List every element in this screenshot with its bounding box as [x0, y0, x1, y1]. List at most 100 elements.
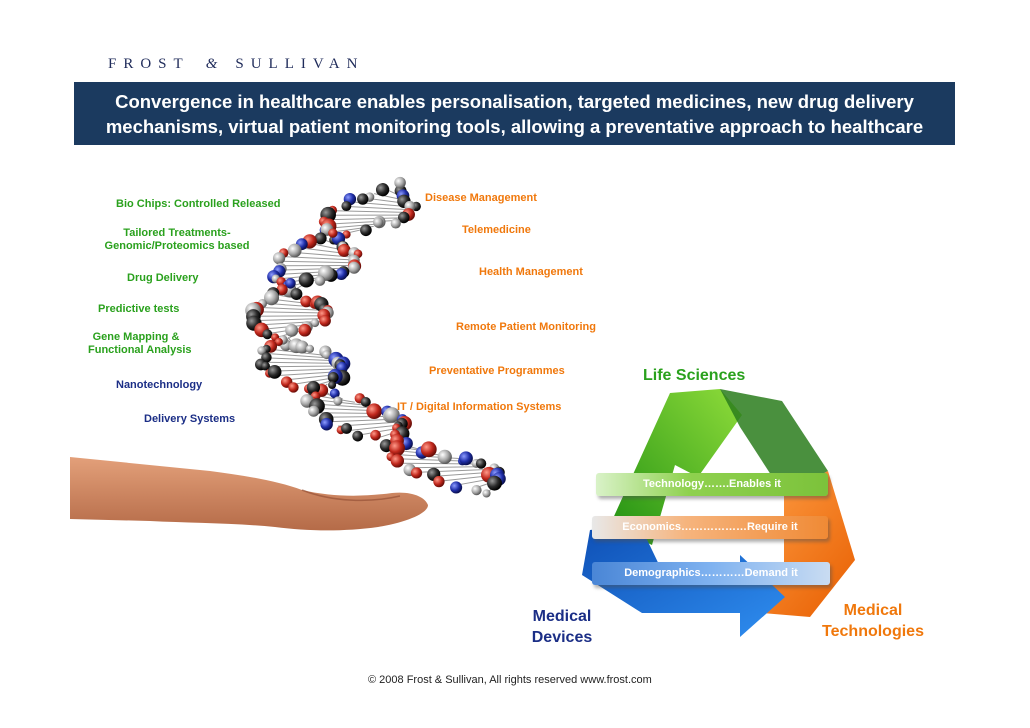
label-medical-tech-line1: Medical [843, 602, 903, 619]
title-line-1: Convergence in healthcare enables person… [115, 91, 914, 112]
molecule-atom [373, 217, 384, 228]
label-remote-patient-monitoring: Remote Patient Monitoring [456, 321, 596, 333]
molecule-atom [319, 314, 331, 327]
label-telemedicine: Telemedicine [462, 224, 531, 236]
label-tailored-line2: Genomic/Proteomics based [104, 240, 250, 252]
molecule-atom [314, 232, 327, 245]
molecule-atom [459, 451, 473, 466]
logo-sullivan: SULLIVAN [235, 56, 365, 72]
molecule-atom [352, 430, 364, 442]
molecule-atom [420, 441, 437, 458]
molecule-atom [267, 364, 282, 379]
molecule-atom [298, 323, 312, 337]
copyright-footer: © 2008 Frost & Sullivan, All rights rese… [368, 674, 652, 686]
label-predictive-tests: Predictive tests [98, 303, 180, 315]
molecule-atom [314, 275, 326, 286]
label-disease-management: Disease Management [425, 192, 537, 204]
molecule-atom [328, 380, 337, 390]
molecule-atom [375, 183, 390, 197]
molecule-atom [366, 403, 382, 420]
molecule-atom [348, 261, 361, 274]
molecule-atom [384, 407, 400, 423]
label-bio-chips: Bio Chips: Controlled Released [116, 198, 281, 210]
molecule-atom [437, 449, 452, 465]
molecule-atom [310, 318, 320, 328]
molecule-atom [327, 371, 339, 383]
molecule-atom [337, 243, 351, 257]
dna-molecule-helix [245, 176, 506, 498]
molecule-atom [341, 201, 352, 212]
molecule-atom [305, 344, 315, 353]
logo-frost: FROST [108, 56, 190, 72]
label-preventative-programmes: Preventative Programmes [429, 365, 565, 377]
title-line-2: mechanisms, virtual patient monitoring t… [105, 116, 924, 137]
label-gene-mapping: Gene Mapping & Functional Analysis [88, 331, 192, 357]
molecule-atom [335, 267, 348, 280]
molecule-atom [410, 467, 423, 479]
molecule-atom [272, 252, 286, 265]
label-medical-devices: Medical Devices [522, 606, 602, 648]
molecule-atom [487, 475, 502, 491]
label-health-management: Health Management [479, 266, 583, 278]
label-drug-delivery: Drug Delivery [127, 272, 199, 284]
molecule-hand-illustration [70, 176, 506, 531]
molecule-atom [285, 277, 296, 289]
molecule-atom [390, 454, 405, 468]
molecule-atom [285, 323, 299, 337]
molecule-atom [450, 481, 463, 494]
molecule-atom [274, 337, 283, 346]
label-medical-technologies: Medical Technologies [808, 600, 938, 642]
label-it-digital-systems: IT / Digital Information Systems [397, 401, 562, 413]
molecule-atom [482, 489, 491, 498]
label-tailored-treatments: Tailored Treatments- Genomic/Proteomics … [103, 227, 251, 253]
molecule-atom [370, 429, 381, 441]
molecule-atom [389, 440, 405, 457]
molecule-atom [290, 288, 303, 300]
label-medical-devices-line1: Medical [532, 608, 592, 625]
molecule-atom [394, 176, 406, 189]
molecule-atom [475, 458, 487, 469]
molecule-atom [257, 346, 266, 355]
molecule-atom [262, 329, 273, 340]
label-gene-line2: Functional Analysis [88, 344, 192, 356]
molecule-atom [320, 417, 333, 431]
molecule-atom [398, 211, 410, 224]
molecule-atom [276, 284, 288, 296]
logo-ampersand: & [205, 56, 218, 72]
molecule-atom [360, 224, 372, 237]
label-medical-devices-line2: Devices [531, 629, 593, 646]
molecule-atom [357, 193, 369, 205]
molecule-atom [341, 422, 352, 434]
open-hand [70, 457, 428, 531]
molecule-atom [261, 361, 270, 371]
molecule-atom [298, 272, 314, 288]
molecule-atom [306, 380, 321, 395]
title-banner: Convergence in healthcare enables person… [74, 82, 955, 145]
life-sciences-arrow [610, 389, 742, 545]
label-gene-line1: Gene Mapping & [92, 331, 180, 343]
bar-technology: Technology…….Enables it [596, 473, 828, 496]
molecule-atom [333, 396, 343, 406]
label-medical-tech-line2: Technologies [822, 623, 924, 640]
label-life-sciences: Life Sciences [643, 367, 746, 384]
molecule-atom [287, 243, 302, 258]
molecule-atom [433, 475, 445, 488]
molecule-atom [360, 396, 371, 408]
label-nanotechnology: Nanotechnology [116, 379, 203, 391]
label-tailored-line1: Tailored Treatments- [123, 227, 231, 239]
label-delivery-systems: Delivery Systems [144, 413, 236, 425]
molecule-atom [300, 295, 313, 308]
molecule-atom [329, 388, 340, 399]
molecule-atom [295, 340, 309, 354]
molecule-atom [322, 350, 332, 360]
frost-sullivan-logo: FROST& SULLIVAN [108, 56, 364, 73]
molecule-atom [471, 485, 482, 496]
molecule-atom [390, 218, 401, 229]
molecule-atom [288, 382, 299, 393]
molecule-atom [328, 228, 338, 238]
bar-demographics: Demographics…………Demand it [592, 562, 830, 585]
molecule-atom [263, 290, 280, 306]
molecule-atom [308, 405, 320, 417]
bar-economics: Economics………………Require it [592, 516, 828, 539]
life-sciences-arrow-tail [720, 389, 828, 495]
